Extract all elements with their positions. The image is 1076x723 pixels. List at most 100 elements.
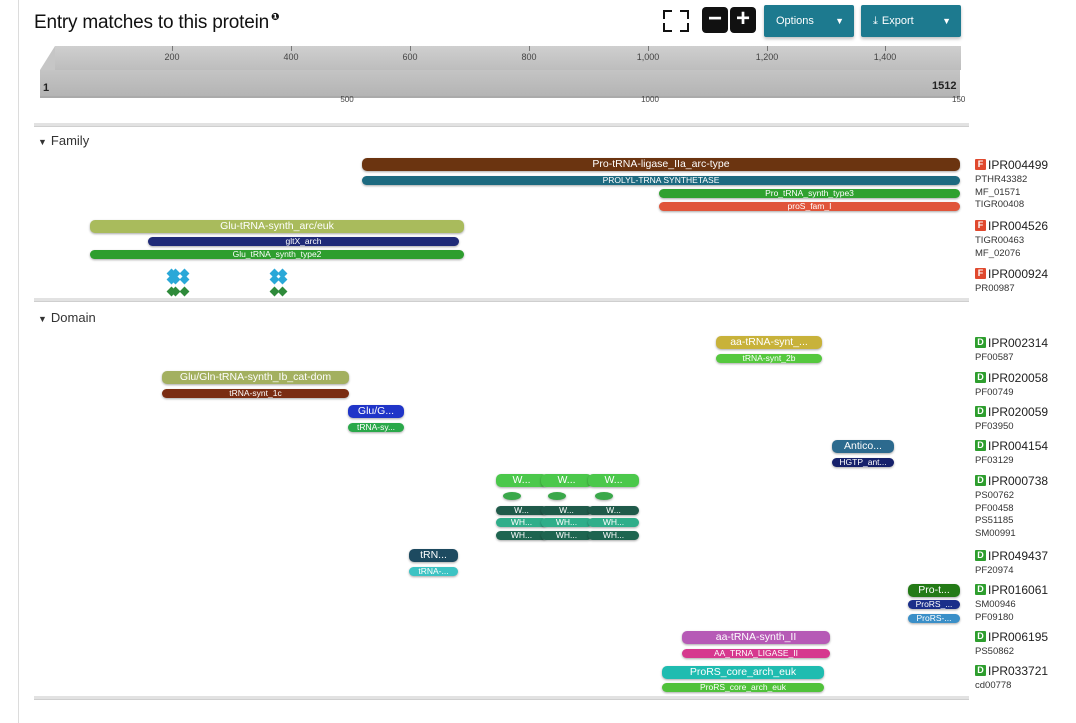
- zoom-in-button[interactable]: +: [730, 7, 756, 33]
- domain-match-bar[interactable]: WH...: [588, 531, 639, 540]
- ruler-tick-label: 200: [164, 52, 180, 62]
- entry-accession-link[interactable]: IPR033721: [988, 663, 1049, 678]
- domain-site-marker[interactable]: [595, 492, 613, 500]
- domain-site-marker[interactable]: [503, 492, 521, 500]
- signature-accession-link[interactable]: PF03129: [975, 455, 1014, 466]
- signature-accession-link[interactable]: PR00987: [975, 283, 1015, 294]
- domain-match-bar[interactable]: WH...: [541, 531, 592, 540]
- family-match-bar[interactable]: Pro_tRNA_synth_type3: [659, 189, 960, 198]
- family-match-bar[interactable]: proS_fam_I: [659, 202, 960, 211]
- domain-match-bar[interactable]: WH...: [496, 531, 547, 540]
- family-section-toggle[interactable]: ▼Family: [38, 133, 89, 148]
- residue-site-icon[interactable]: [179, 286, 190, 297]
- family-match-bar[interactable]: gltX_arch: [148, 237, 459, 246]
- ruler-tick-mark: [885, 46, 886, 51]
- entry-accession-link[interactable]: IPR004499: [988, 157, 1049, 172]
- signature-accession-link[interactable]: PF09180: [975, 611, 1014, 623]
- domain-match-bar[interactable]: Glu/G...: [348, 405, 404, 418]
- domain-match-bar[interactable]: tRNA-synt_1c: [162, 389, 349, 398]
- chevron-down-icon: ▼: [835, 16, 844, 26]
- domain-match-bar[interactable]: W...: [496, 474, 547, 487]
- entry-accession-link[interactable]: IPR016061: [988, 582, 1049, 597]
- signature-accession-link[interactable]: SM00991: [975, 527, 1016, 539]
- domain-match-bar[interactable]: W...: [588, 474, 639, 487]
- domain-match-bar[interactable]: HGTP_ant...: [832, 458, 894, 467]
- signature-accession-link[interactable]: SM00946: [975, 599, 1016, 610]
- export-button[interactable]: ⤓ Export ▼: [861, 5, 961, 37]
- residue-site-icon[interactable]: [179, 274, 190, 285]
- domain-match-bar[interactable]: ProRS_core_arch_euk: [662, 683, 824, 692]
- signature-accession-link[interactable]: PS00762: [975, 490, 1015, 501]
- domain-match-bar[interactable]: ProRS_...: [908, 600, 960, 609]
- domain-match-bar[interactable]: Antico...: [832, 440, 894, 453]
- section-divider: [34, 123, 969, 127]
- domain-match-bar[interactable]: W...: [496, 506, 547, 515]
- domain-match-bar[interactable]: aa-tRNA-synth_II: [682, 631, 830, 644]
- entry-accession-link[interactable]: IPR000738: [988, 473, 1049, 488]
- signature-accession-link[interactable]: PTHR43382: [975, 174, 1028, 185]
- domain-match-bar[interactable]: WH...: [496, 518, 547, 527]
- ruler-overview-band[interactable]: [40, 70, 960, 98]
- ruler-tick-label: 1,400: [873, 52, 897, 62]
- ruler-zoom-band[interactable]: [55, 46, 961, 70]
- signature-accession-link[interactable]: PS50862: [975, 646, 1015, 657]
- domain-match-bar[interactable]: tRN...: [409, 549, 458, 562]
- entry-accession-link[interactable]: IPR002314: [988, 335, 1049, 350]
- signature-accession-link[interactable]: PF00749: [975, 387, 1014, 398]
- entry-accession-link[interactable]: IPR004154: [988, 438, 1049, 453]
- domain-match-bar[interactable]: W...: [588, 506, 639, 515]
- ruler-tick-mark: [529, 46, 530, 51]
- domain-match-bar[interactable]: ProRS-...: [908, 614, 960, 623]
- signature-accession-link[interactable]: TIGR00463: [975, 235, 1025, 246]
- options-button[interactable]: Options ▼: [764, 5, 854, 37]
- domain-match-bar[interactable]: ProRS_core_arch_euk: [662, 666, 824, 679]
- domain-match-bar[interactable]: tRNA-...: [409, 567, 458, 576]
- fullscreen-icon[interactable]: [660, 7, 692, 35]
- left-border: [18, 0, 19, 723]
- domain-match-bar[interactable]: AA_TRNA_LIGASE_II: [682, 649, 830, 658]
- residue-site-icon[interactable]: [277, 286, 288, 297]
- ruler-tick-label: 600: [402, 52, 418, 62]
- signature-accession-link[interactable]: TIGR00408: [975, 199, 1025, 210]
- entry-accession-link[interactable]: IPR004526: [988, 218, 1049, 233]
- entry-accession-link[interactable]: IPR006195: [988, 629, 1049, 644]
- domain-match-bar[interactable]: WH...: [588, 518, 639, 527]
- domain-type-badge-icon: D: [975, 372, 986, 384]
- entry-accession-link[interactable]: IPR000924: [988, 266, 1049, 281]
- info-icon[interactable]: ❶: [270, 12, 280, 23]
- ruler-tick-mark: [767, 46, 768, 51]
- domain-section-toggle[interactable]: ▼Domain: [38, 310, 96, 325]
- residue-site-icon[interactable]: [277, 274, 288, 285]
- signature-accession-link[interactable]: MF_01571: [975, 186, 1021, 198]
- ruler-bottom-tick-label: 500: [340, 95, 354, 104]
- domain-match-bar[interactable]: W...: [541, 474, 592, 487]
- entry-accession-link[interactable]: IPR020059: [988, 404, 1049, 419]
- signature-accession-link[interactable]: PF20974: [975, 565, 1014, 576]
- signature-accession-link[interactable]: PF00587: [975, 352, 1014, 363]
- domain-site-marker[interactable]: [548, 492, 566, 500]
- domain-type-badge-icon: D: [975, 475, 986, 487]
- domain-match-bar[interactable]: WH...: [541, 518, 592, 527]
- signature-accession-link[interactable]: PS51185: [975, 515, 1014, 526]
- domain-match-bar[interactable]: W...: [541, 506, 592, 515]
- zoom-out-button[interactable]: −: [702, 7, 728, 33]
- family-match-bar[interactable]: Pro-tRNA-ligase_IIa_arc-type: [362, 158, 960, 171]
- domain-match-bar[interactable]: Pro-t...: [908, 584, 960, 597]
- family-match-bar[interactable]: Glu-tRNA-synth_arc/euk: [90, 220, 464, 233]
- entry-accession-link[interactable]: IPR049437: [988, 548, 1049, 563]
- domain-match-bar[interactable]: Glu/Gln-tRNA-synth_Ib_cat-dom: [162, 371, 349, 384]
- signature-accession-link[interactable]: PF03950: [975, 421, 1014, 432]
- domain-match-bar[interactable]: aa-tRNA-synt_...: [716, 336, 822, 349]
- family-match-bar[interactable]: PROLYL-TRNA SYNTHETASE: [362, 176, 960, 185]
- signature-accession-link[interactable]: PF00458: [975, 502, 1014, 514]
- domain-match-bar[interactable]: tRNA-sy...: [348, 423, 404, 432]
- family-match-bar[interactable]: Glu_tRNA_synth_type2: [90, 250, 464, 259]
- download-icon: ⤓: [873, 14, 878, 27]
- signature-accession-link[interactable]: MF_02076: [975, 247, 1021, 259]
- signature-accession-link[interactable]: cd00778: [975, 680, 1012, 691]
- entry-accession-link[interactable]: IPR020058: [988, 370, 1049, 385]
- domain-match-bar[interactable]: tRNA-synt_2b: [716, 354, 822, 363]
